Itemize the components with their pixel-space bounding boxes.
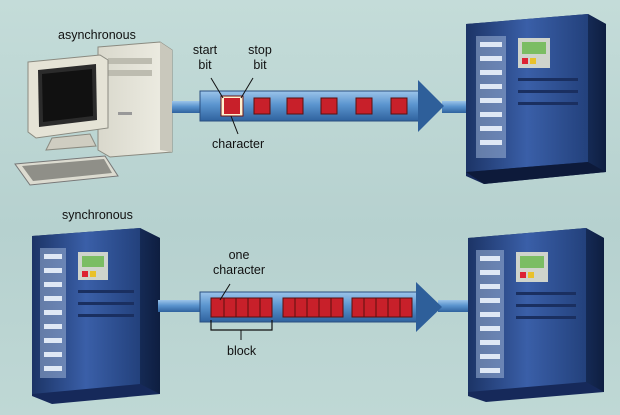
character-frame-icon: [224, 98, 240, 114]
character-frame-icon: [351, 297, 365, 318]
async-title: asynchronous: [58, 28, 136, 42]
character-frame-icon: [399, 297, 413, 318]
sync-title: synchronous: [62, 208, 133, 222]
server-icon: [468, 228, 604, 402]
one-character-pointer: [219, 283, 231, 301]
block-label: block: [227, 344, 257, 358]
arrow-right-icon: [416, 282, 442, 332]
desktop-computer-icon: [14, 41, 173, 186]
start-bit-label: start bit: [192, 43, 218, 72]
character-frame-icon: [330, 297, 344, 318]
connector-left: [172, 101, 204, 113]
character-frame-icon: [363, 297, 377, 318]
server-icon: [466, 14, 606, 184]
one-character-label: one character: [212, 248, 266, 277]
sync-characters: [210, 297, 413, 318]
connector-right: [438, 300, 472, 312]
stop-bit-pointer: [240, 77, 254, 99]
character-frame-icon: [210, 297, 225, 318]
character-frame-icon: [286, 97, 304, 115]
character-frame-icon: [259, 297, 273, 318]
start-bit-pointer: [210, 77, 224, 99]
character-frame-icon: [375, 297, 389, 318]
character-frame-icon: [306, 297, 320, 318]
async-characters: [220, 95, 408, 117]
character-frame-icon: [318, 297, 332, 318]
character-frame-icon: [253, 97, 271, 115]
connector-left: [158, 300, 204, 312]
character-label: character: [212, 137, 265, 151]
character-frame-icon: [390, 97, 408, 115]
character-frame-icon: [235, 297, 249, 318]
stop-bit-label: stop bit: [248, 43, 272, 72]
character-frame-icon: [355, 97, 373, 115]
character-pointer: [230, 115, 239, 135]
character-frame-icon: [320, 97, 338, 115]
character-frame-icon: [282, 297, 296, 318]
character-frame-icon: [387, 297, 401, 318]
character-frame-icon: [294, 297, 308, 318]
character-frame-icon: [247, 297, 261, 318]
connector-right: [442, 101, 472, 113]
character-frame-icon: [223, 297, 237, 318]
arrow-right-icon: [418, 80, 444, 132]
server-icon: [32, 228, 160, 404]
